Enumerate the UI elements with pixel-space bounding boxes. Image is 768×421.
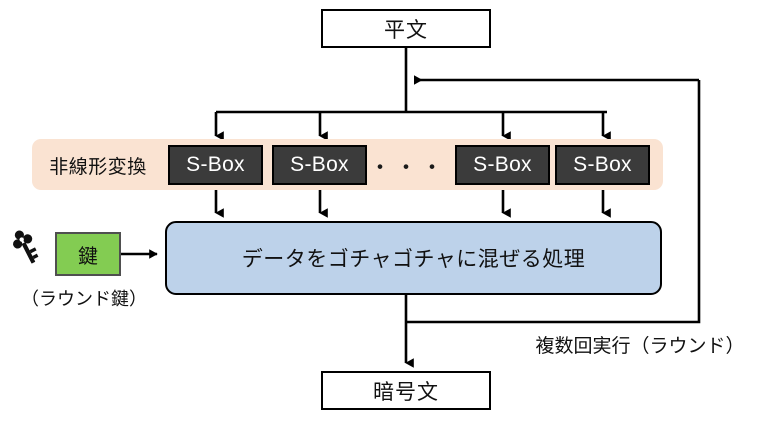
ciphertext-box: 暗号文	[321, 371, 491, 410]
sbox-3: S-Box	[455, 145, 550, 185]
plaintext-label: 平文	[384, 18, 428, 42]
ciphertext-label: 暗号文	[373, 380, 439, 404]
round-key-box: 鍵	[55, 232, 121, 276]
sbox-1: S-Box	[168, 145, 263, 185]
round-loop-label: 複数回実行（ラウンド）	[535, 335, 745, 357]
plaintext-box: 平文	[321, 9, 491, 48]
round-key-caption: （ラウンド鍵）	[21, 289, 147, 309]
line-feedback-loop	[406, 80, 701, 324]
sbox-2: S-Box	[272, 145, 367, 185]
round-key-label: 鍵	[78, 245, 98, 268]
key-icon	[13, 230, 39, 264]
data-mixing-label: データをゴチャゴチャに混ぜる処理	[241, 248, 586, 271]
nonlinear-transform-label: 非線形変換	[49, 156, 147, 178]
sbox-4: S-Box	[555, 145, 650, 185]
sbox-ellipsis: ・・・	[369, 155, 448, 180]
data-mixing-box: データをゴチャゴチャに混ぜる処理	[165, 221, 662, 295]
